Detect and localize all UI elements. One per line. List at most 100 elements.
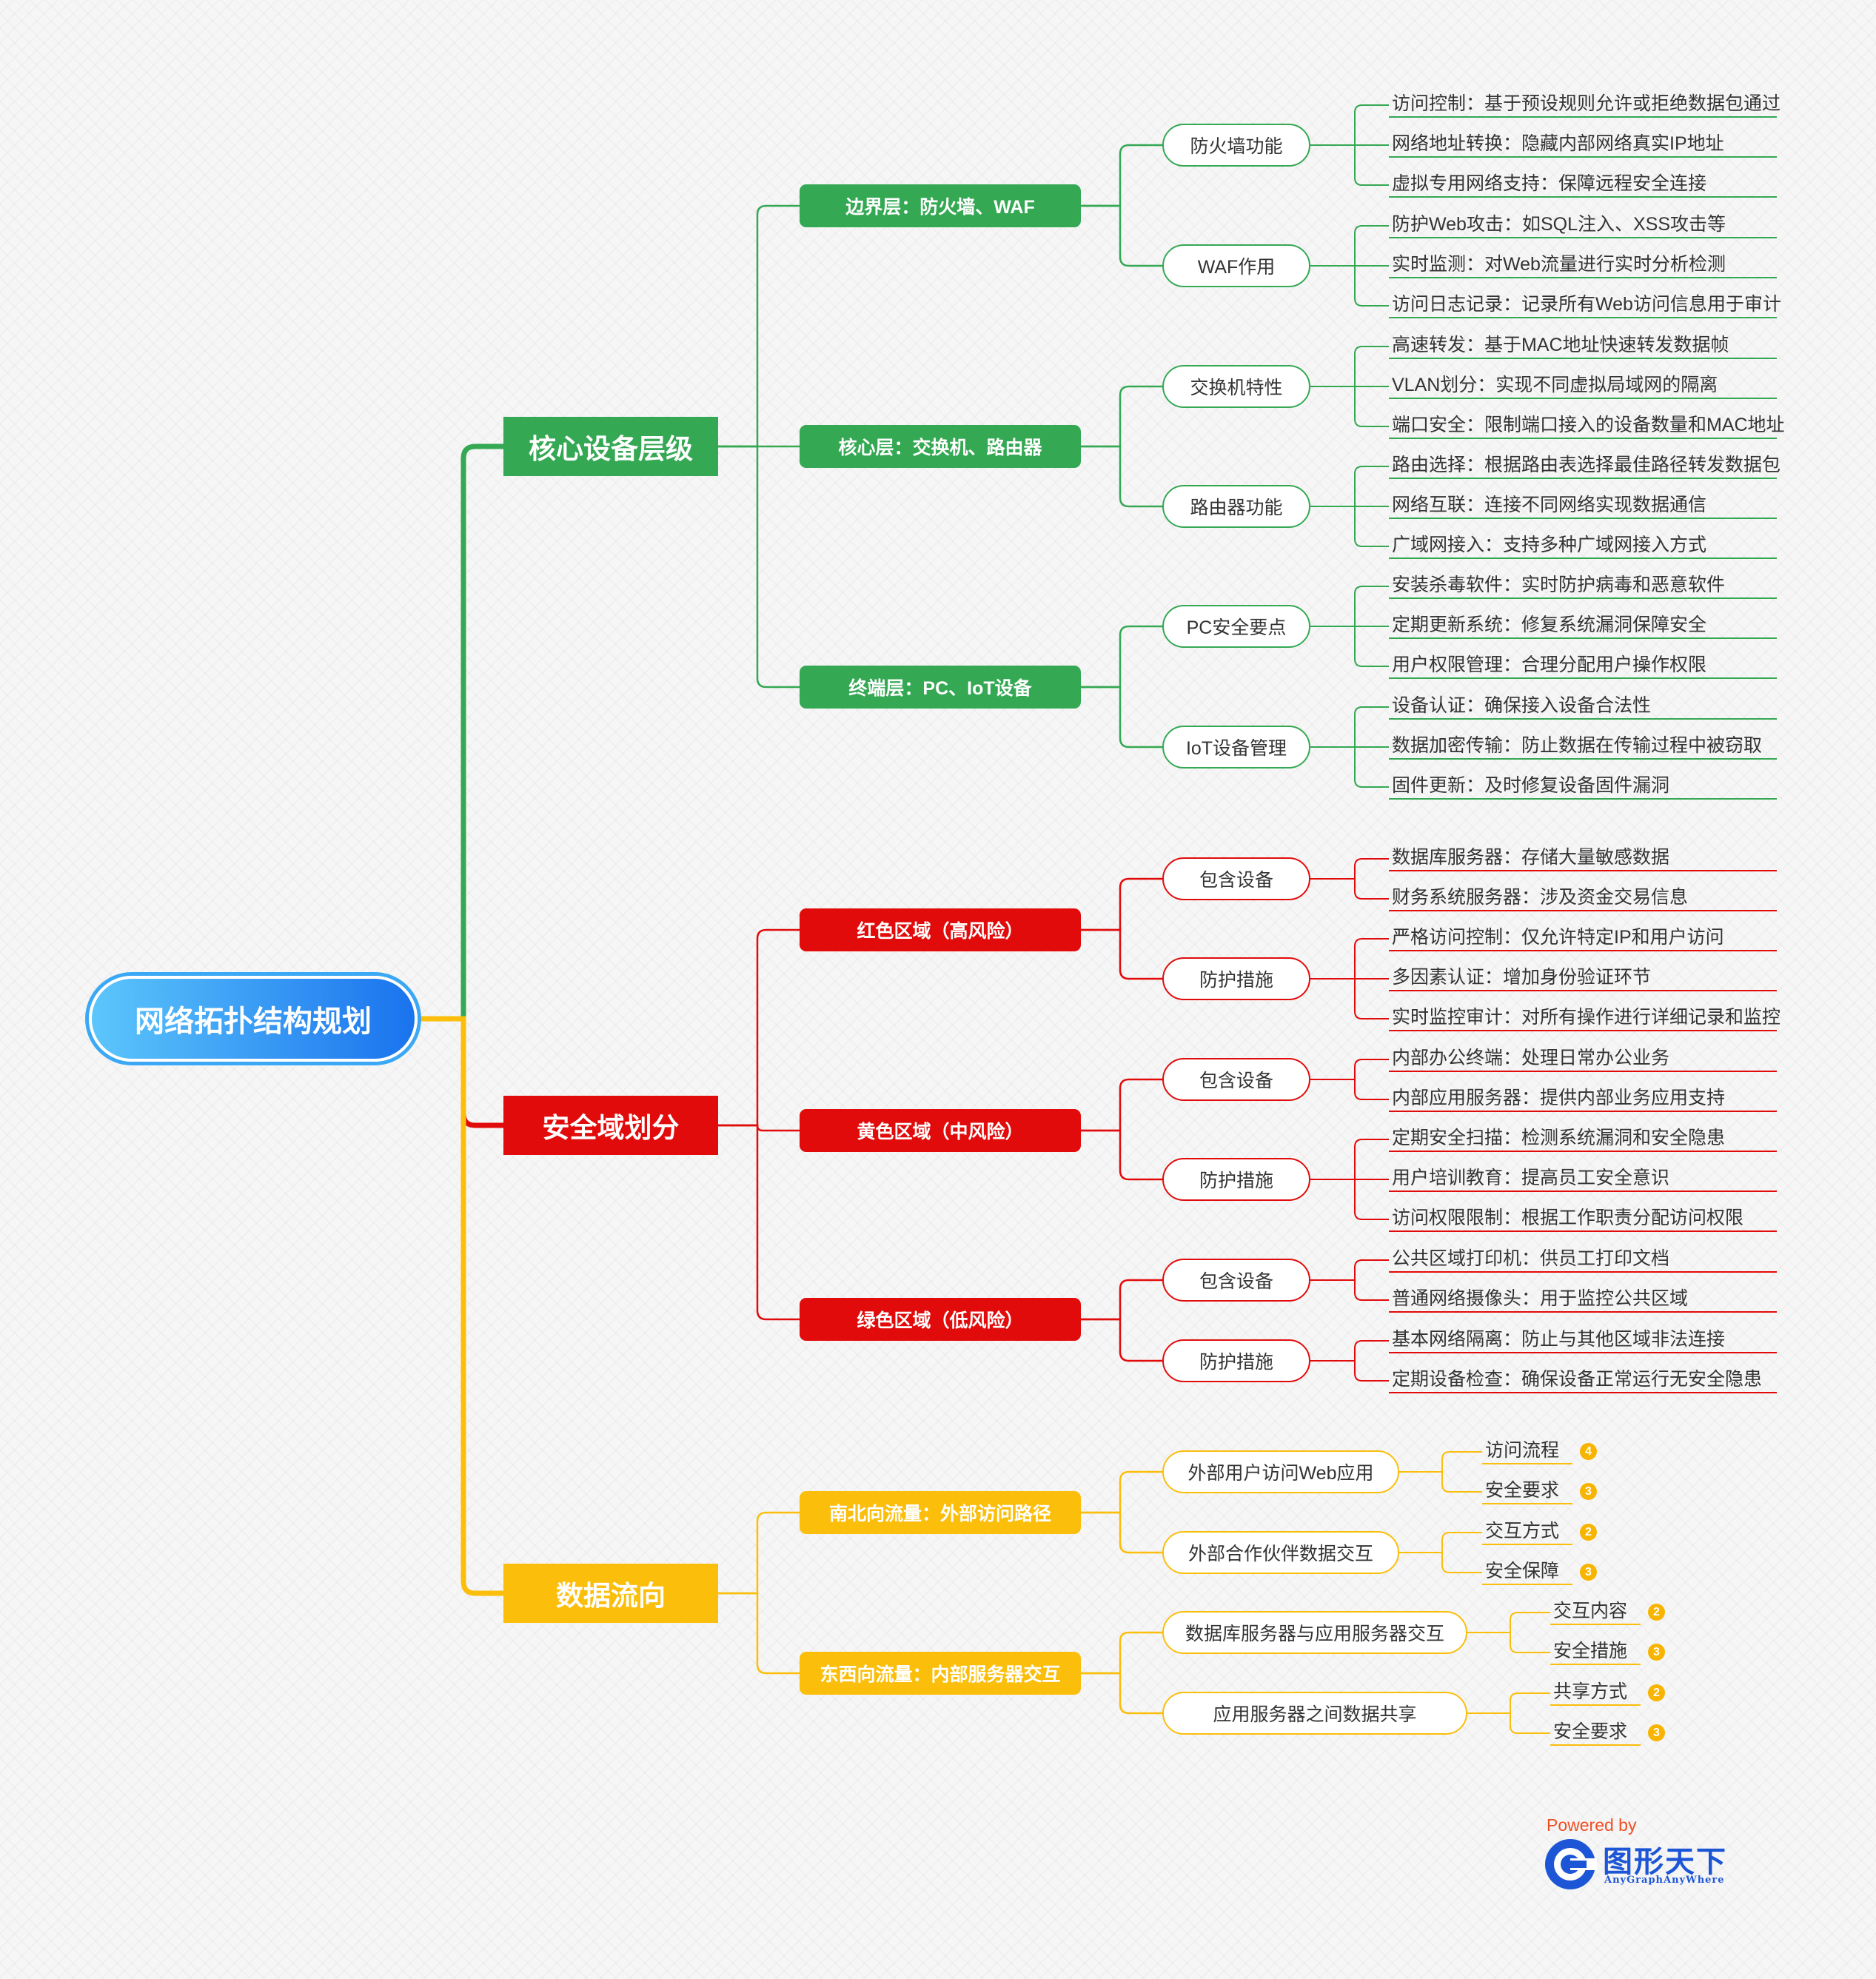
- subtopic-node[interactable]: 东西向流量：内部服务器交互: [800, 1652, 1081, 1695]
- connector: [1310, 878, 1389, 900]
- leaf-item[interactable]: 安全要求: [1553, 1721, 1628, 1742]
- graph-logo-icon: [1545, 1839, 1597, 1889]
- connector: [1081, 1078, 1162, 1132]
- detail-node[interactable]: IoT设备管理: [1162, 726, 1310, 769]
- connector: [1399, 1532, 1482, 1553]
- detail-node[interactable]: 包含设备: [1162, 857, 1310, 900]
- leaf-item[interactable]: 访问控制：基于预设规则允许或拒绝数据包通过: [1392, 93, 1781, 114]
- leaf-item[interactable]: 虚拟专用网络支持：保障远程安全连接: [1392, 173, 1707, 194]
- subtopic-node[interactable]: 绿色区域（低风险）: [800, 1298, 1081, 1341]
- connector: [1081, 1672, 1162, 1715]
- count-badge: 3: [1648, 1724, 1665, 1741]
- subtopic-node[interactable]: 核心层：交换机、路由器: [800, 425, 1081, 468]
- leaf-item[interactable]: 共享方式: [1553, 1681, 1628, 1702]
- connector: [718, 1511, 800, 1595]
- leaf-item[interactable]: 内部应用服务器：提供内部业务应用支持: [1392, 1088, 1726, 1108]
- leaf-item[interactable]: 网络地址转换：隐藏内部网络真实IP地址: [1392, 133, 1724, 154]
- leaf-item[interactable]: 公共区域打印机：供员工打印文档: [1392, 1248, 1670, 1269]
- subtopic-node[interactable]: 南北向流量：外部访问路径: [800, 1491, 1081, 1534]
- leaf-item[interactable]: 防护Web攻击：如SQL注入、XSS攻击等: [1392, 214, 1726, 235]
- detail-node[interactable]: 包含设备: [1162, 1058, 1310, 1101]
- detail-node[interactable]: 包含设备: [1162, 1259, 1310, 1302]
- count-badge: 3: [1648, 1644, 1665, 1661]
- detail-node[interactable]: 数据库服务器与应用服务器交互: [1162, 1611, 1467, 1654]
- leaf-item[interactable]: 安全要求: [1485, 1480, 1560, 1501]
- detail-node[interactable]: 防火墙功能: [1162, 124, 1310, 167]
- connector: [1081, 686, 1162, 749]
- leaf-item[interactable]: 实时监控审计：对所有操作进行详细记录和监控: [1392, 1007, 1781, 1028]
- connector: [1310, 104, 1389, 146]
- branch-node[interactable]: 数据流向: [503, 1564, 718, 1623]
- connector: [1081, 445, 1162, 508]
- leaf-item[interactable]: 固件更新：及时修复设备固件漏洞: [1392, 775, 1670, 796]
- connector: [1081, 204, 1162, 267]
- leaf-item[interactable]: 数据库服务器：存储大量敏感数据: [1392, 847, 1670, 868]
- connector: [1081, 1631, 1162, 1675]
- leaf-item[interactable]: 访问权限限制：根据工作职责分配访问权限: [1392, 1208, 1744, 1228]
- leaf-item[interactable]: 端口安全：限制端口接入的设备数量和MAC地址: [1392, 415, 1785, 435]
- connector: [718, 445, 800, 689]
- leaf-item[interactable]: 定期安全扫描：检测系统漏洞和安全隐患: [1392, 1128, 1726, 1148]
- connector: [1310, 225, 1389, 267]
- detail-node[interactable]: 防护措施: [1162, 1158, 1310, 1201]
- leaf-item[interactable]: 实时监测：对Web流量进行实时分析检测: [1392, 254, 1726, 275]
- connector: [1310, 978, 1389, 1019]
- connector: [1399, 1552, 1482, 1573]
- connector: [1081, 1279, 1162, 1321]
- leaf-item[interactable]: 路由选择：根据路由表选择最佳路径转发数据包: [1392, 455, 1781, 475]
- connector: [1081, 1318, 1162, 1362]
- detail-node[interactable]: PC安全要点: [1162, 605, 1310, 648]
- connector: [1310, 586, 1389, 627]
- connector: [1310, 144, 1389, 186]
- detail-node[interactable]: 防护措施: [1162, 1339, 1310, 1382]
- leaf-item[interactable]: 用户权限管理：合理分配用户操作权限: [1392, 654, 1707, 675]
- connector: [1081, 385, 1162, 448]
- detail-node[interactable]: 路由器功能: [1162, 485, 1310, 528]
- connector: [1310, 506, 1389, 547]
- leaf-item[interactable]: 内部办公终端：处理日常办公业务: [1392, 1048, 1670, 1068]
- leaf-item[interactable]: 安装杀毒软件：实时防护病毒和恶意软件: [1392, 575, 1726, 595]
- leaf-item[interactable]: 交互内容: [1553, 1601, 1628, 1621]
- connector: [1081, 1511, 1162, 1554]
- leaf-item[interactable]: 多因素认证：增加身份验证环节: [1392, 967, 1652, 988]
- connector: [418, 443, 503, 1022]
- leaf-item[interactable]: 财务系统服务器：涉及资金交易信息: [1392, 887, 1689, 908]
- leaf-item[interactable]: VLAN划分：实现不同虚拟局域网的隔离: [1392, 375, 1718, 395]
- leaf-item[interactable]: 广域网接入：支持多种广域网接入方式: [1392, 535, 1707, 555]
- detail-node[interactable]: 交换机特性: [1162, 365, 1310, 408]
- detail-node[interactable]: 外部合作伙伴数据交互: [1162, 1531, 1399, 1574]
- leaf-item[interactable]: 安全措施: [1553, 1641, 1628, 1661]
- detail-node[interactable]: 防护措施: [1162, 957, 1310, 1000]
- connector: [718, 928, 800, 1127]
- leaf-item[interactable]: 普通网络摄像头：用于监控公共区域: [1392, 1288, 1689, 1309]
- leaf-item[interactable]: 高速转发：基于MAC地址快速转发数据帧: [1392, 335, 1729, 355]
- connector: [1081, 625, 1162, 689]
- branch-node[interactable]: 核心设备层级: [503, 417, 718, 476]
- leaf-item[interactable]: 交互方式: [1485, 1521, 1560, 1541]
- leaf-item[interactable]: 访问日志记录：记录所有Web访问信息用于审计: [1392, 294, 1781, 315]
- connector: [1310, 1279, 1389, 1301]
- connector: [1081, 928, 1162, 980]
- subtopic-node[interactable]: 终端层：PC、IoT设备: [800, 666, 1081, 709]
- detail-node[interactable]: WAF作用: [1162, 244, 1310, 287]
- leaf-item[interactable]: 设备认证：确保接入设备合法性: [1392, 695, 1652, 716]
- leaf-item[interactable]: 基本网络隔离：防止与其他区域非法连接: [1392, 1329, 1726, 1350]
- leaf-item[interactable]: 网络互联：连接不同网络实现数据通信: [1392, 495, 1707, 515]
- leaf-item[interactable]: 严格访问控制：仅允许特定IP和用户访问: [1392, 927, 1724, 948]
- connector: [1467, 1612, 1550, 1633]
- leaf-item[interactable]: 访问流程: [1485, 1440, 1560, 1461]
- leaf-item[interactable]: 数据加密传输：防止数据在传输过程中被窃取: [1392, 735, 1763, 756]
- leaf-item[interactable]: 定期更新系统：修复系统漏洞保障安全: [1392, 615, 1707, 635]
- subtopic-node[interactable]: 红色区域（高风险）: [800, 908, 1081, 951]
- detail-node[interactable]: 外部用户访问Web应用: [1162, 1450, 1399, 1493]
- subtopic-node[interactable]: 黄色区域（中风险）: [800, 1109, 1081, 1152]
- count-badge: 3: [1580, 1483, 1597, 1500]
- detail-node[interactable]: 应用服务器之间数据共享: [1162, 1692, 1467, 1735]
- connector: [1081, 1129, 1162, 1181]
- subtopic-node[interactable]: 边界层：防火墙、WAF: [800, 184, 1081, 227]
- root-topic[interactable]: 网络拓扑结构规划: [89, 976, 418, 1062]
- leaf-item[interactable]: 定期设备检查：确保设备正常运行无安全隐患: [1392, 1369, 1763, 1390]
- leaf-item[interactable]: 安全保障: [1485, 1561, 1560, 1581]
- leaf-item[interactable]: 用户培训教育：提高员工安全意识: [1392, 1168, 1670, 1188]
- branch-node[interactable]: 安全域划分: [503, 1096, 718, 1155]
